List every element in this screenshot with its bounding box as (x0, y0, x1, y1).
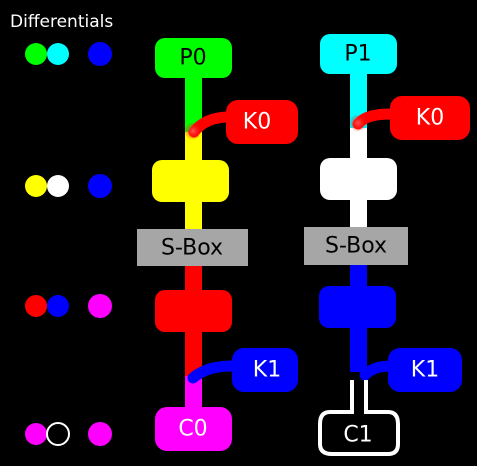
wire-p0 (185, 76, 202, 132)
legend-row-2-result-blue (88, 174, 112, 198)
legend-row-4-dot-black (46, 422, 70, 446)
key-k1-right-label: K1 (411, 358, 439, 383)
left-path: P0 K0 S-Box K1 C0 (137, 38, 298, 451)
legend-row-1-result-blue (88, 42, 112, 66)
plaintext-p1-label: P1 (344, 42, 371, 67)
state-white-box (320, 158, 397, 200)
legend-row-2-dot-white (47, 175, 69, 197)
right-path: P1 K0 S-Box K1 C1 (304, 34, 470, 456)
key-k0-left-label: K0 (243, 110, 271, 135)
key-k0-left-box (226, 100, 298, 144)
ciphertext-c1-label: C1 (343, 423, 372, 448)
legend-row-3-result-magenta (88, 294, 112, 318)
plaintext-p0-box (155, 38, 232, 78)
k1-branch-right (359, 360, 398, 381)
sbox-right-label: S-Box (325, 234, 387, 259)
differentials-legend (25, 42, 112, 446)
wire-from-sbox-right (350, 264, 367, 289)
xor-spark-right-k0 (349, 114, 367, 132)
plaintext-p1-box (320, 34, 397, 74)
key-k1-left-box (232, 348, 298, 392)
legend-row-4-result-magenta (88, 422, 112, 446)
wire-after-k0-right (350, 128, 367, 160)
diagram-title: Differentials (10, 12, 113, 32)
legend-row-2-dot-yellow (25, 175, 47, 197)
ciphertext-c0-label: C0 (178, 417, 207, 442)
sbox-left-label: S-Box (161, 236, 223, 261)
key-k1-right-box (388, 348, 462, 392)
legend-row-3-dot-blue (47, 295, 69, 317)
state-blue-box (319, 286, 396, 328)
wire-after-k0 (185, 132, 202, 164)
key-k1-left-label: K1 (253, 358, 281, 383)
key-k0-right-label: K0 (416, 106, 444, 131)
wire-to-sbox (185, 200, 202, 230)
sbox-right (304, 227, 408, 265)
wire-from-sbox (185, 265, 202, 290)
ciphertext-c0-box (155, 407, 232, 451)
plaintext-p0-label: P0 (179, 46, 206, 71)
state-red-box (155, 290, 232, 332)
legend-row-1-dot-cyan (47, 43, 69, 65)
wire-after-k1 (185, 376, 202, 408)
key-k0-right-box (390, 96, 470, 140)
legend-row-1-dot-green (25, 43, 47, 65)
state-yellow-box (152, 160, 229, 202)
wire-to-sbox-right (350, 198, 367, 228)
wire-to-k1-right (350, 326, 367, 372)
k1-branch-left (187, 360, 238, 384)
wire-to-k1 (185, 331, 202, 376)
xor-spark-left-k0 (184, 122, 202, 140)
legend-row-4-dot-magenta (25, 423, 47, 445)
ciphertext-c1-box (318, 380, 400, 456)
sbox-left (137, 229, 248, 266)
legend-row-3-dot-red (25, 295, 47, 317)
